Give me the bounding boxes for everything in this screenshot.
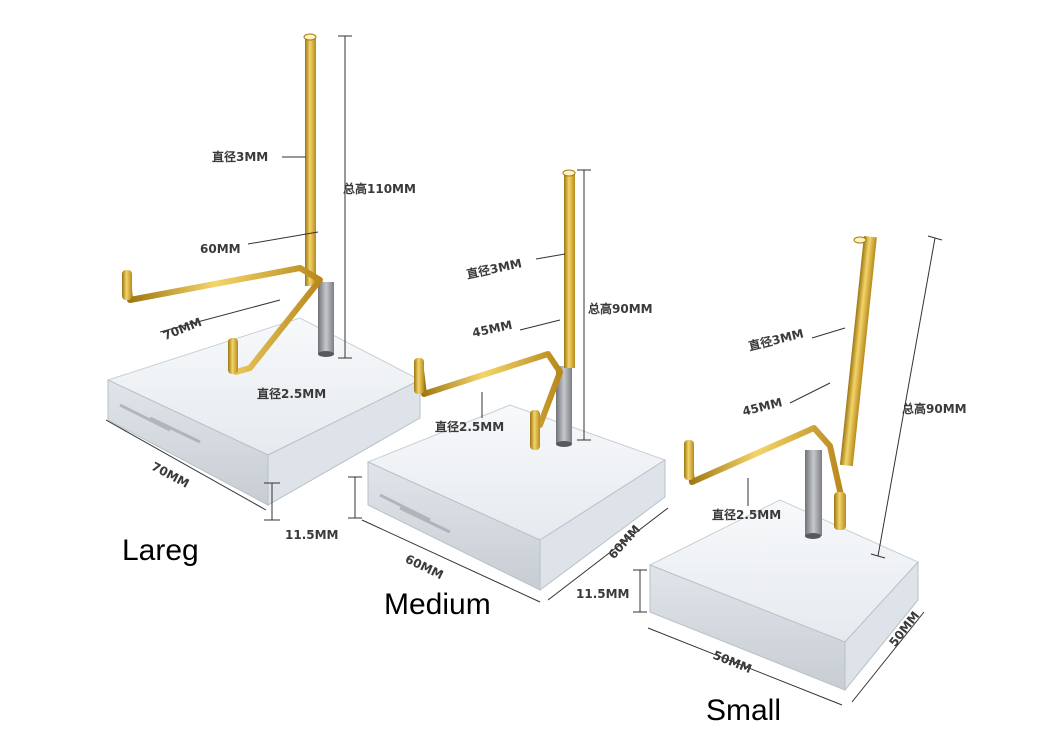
small-stand [633,235,943,706]
large-rod-diameter-label: 直径3MM [212,150,269,164]
size-label-medium: Medium [384,588,491,621]
small-gold-rod [839,235,877,467]
medium-stand [348,169,669,603]
size-label-small: Small [706,694,782,727]
medium-total-height-label: 总高90MM [588,302,653,316]
medium-gold-rod [564,172,575,368]
small-wire-diameter-label: 直径2.5MM [712,508,782,522]
small-total-height-label: 总高90MM [902,402,967,416]
large-acrylic-base [106,317,422,506]
large-gold-rod [305,36,316,286]
large-base-thickness-label: 11.5MM [285,528,339,542]
medium-wire-diameter-label: 直径2.5MM [435,420,505,434]
medium-dimension-lines [348,169,669,603]
medium-steel-post [556,366,572,444]
large-arm-length-label: 60MM [200,242,241,256]
small-steel-post [805,450,822,536]
large-dimension-lines [105,35,352,521]
large-steel-post [318,282,334,354]
large-total-height-label: 总高110MM [343,182,416,196]
large-stand [105,33,422,521]
small-acrylic-base [648,499,919,692]
size-label-large: Lareg [122,534,199,567]
medium-acrylic-base [366,404,667,591]
large-wire-diameter-label: 直径2.5MM [257,387,327,401]
medium-base-thickness-label: 11.5MM [576,587,630,601]
small-dimension-lines [633,235,943,706]
